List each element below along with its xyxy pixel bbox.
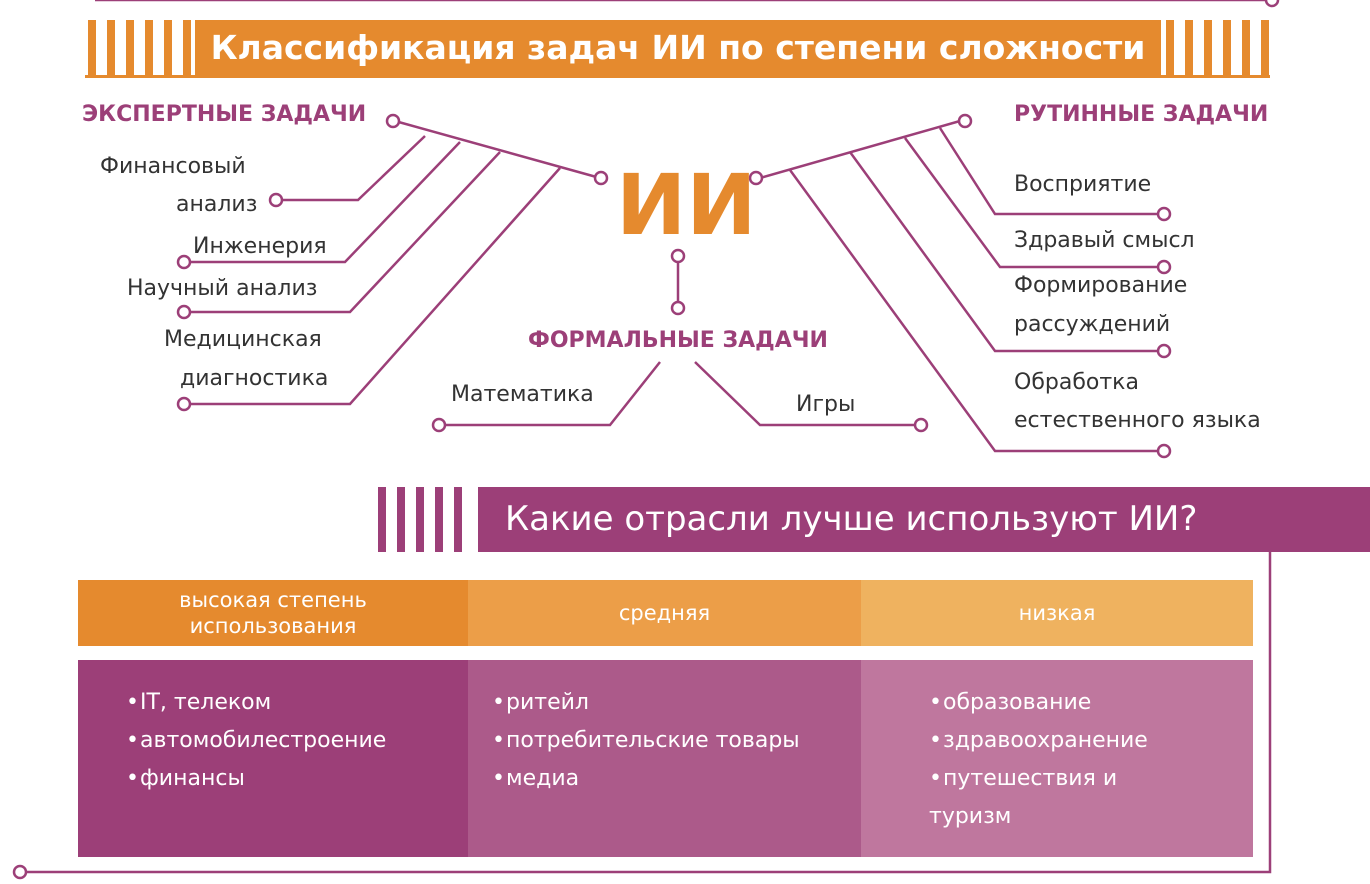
- list-item: •здравоохранение: [929, 728, 1148, 753]
- industries-banner: [478, 487, 1370, 552]
- routine-item-nlp-1: Обработка: [1014, 370, 1139, 395]
- formal-line-1: [445, 361, 661, 427]
- column-body-medium: •ритейл •потребительские товары •медиа: [468, 660, 861, 857]
- column-header-low: низкая: [861, 580, 1253, 646]
- expert-item-financial-2: анализ: [176, 192, 258, 217]
- ai-right-node: [748, 170, 764, 186]
- frame-node-top: [1264, 0, 1280, 8]
- formal-line-2: [694, 361, 915, 427]
- formal-heading: ФОРМАЛЬНЫЕ ЗАДАЧИ: [528, 328, 828, 353]
- expert-main-line: [394, 119, 601, 180]
- routine-item-common-sense: Здравый смысл: [1014, 228, 1195, 253]
- expert-line-4: [190, 167, 561, 406]
- routine-line-4: [788, 169, 1158, 453]
- routine-line-1: [938, 127, 1158, 216]
- list-item: •автомобилестроение: [126, 728, 387, 753]
- expert-line-3: [190, 151, 501, 314]
- list-item: •финансы: [126, 766, 245, 791]
- frame-node-bottom: [12, 864, 28, 880]
- column-header-medium: средняя: [468, 580, 861, 646]
- expert-line-2: [190, 141, 461, 264]
- ai-left-node: [593, 170, 609, 186]
- list-item: •медиа: [492, 766, 580, 791]
- expert-node: [385, 113, 401, 129]
- routine-item-reasoning-2: рассуждений: [1014, 312, 1171, 337]
- routine-line-3: [848, 151, 1158, 353]
- expert-item-engineering: Инженерия: [193, 234, 327, 259]
- formal-item-games: Игры: [796, 392, 856, 417]
- list-item: •ритейл: [492, 690, 589, 715]
- page-title: Классификация задач ИИ по степени сложно…: [210, 28, 1146, 67]
- routine-line-2: [903, 137, 1158, 269]
- expert-item-medical-1: Медицинская: [164, 327, 322, 352]
- routine-main-line: [759, 119, 961, 180]
- title-stripes: [88, 20, 1269, 75]
- routine-item-reasoning-1: Формирование: [1014, 273, 1188, 298]
- frame-line-right-bottom: [26, 552, 1272, 874]
- expert-item-science: Научный анализ: [127, 276, 318, 301]
- formal-item-math: Математика: [451, 382, 594, 407]
- ai-center-label: ИИ: [616, 156, 757, 254]
- list-item: •IT, телеком: [126, 690, 272, 715]
- expert-item-medical-2: диагностика: [180, 366, 329, 391]
- list-item: •образование: [929, 690, 1092, 715]
- title-banner: [195, 20, 1161, 75]
- routine-node: [957, 113, 973, 129]
- title-underline: [85, 75, 1270, 78]
- list-item: •потребительские товары: [492, 728, 800, 753]
- industries-title: Какие отрасли лучше используют ИИ?: [505, 499, 1198, 539]
- routine-item-nlp-2: естественного языка: [1014, 408, 1261, 433]
- expert-item-financial-1: Финансовый: [100, 154, 246, 179]
- column-body-high: •IT, телеком •автомобилестроение •финанс…: [78, 660, 468, 857]
- banner2-stripes: [378, 487, 462, 552]
- expert-heading: ЭКСПЕРТНЫЕ ЗАДАЧИ: [82, 102, 367, 127]
- expert-line-1: [282, 135, 426, 202]
- routine-item-perception: Восприятие: [1014, 172, 1152, 197]
- routine-heading: РУТИННЫЕ ЗАДАЧИ: [1014, 102, 1269, 127]
- list-item: •путешествия и туризм: [929, 766, 1118, 829]
- column-body-low: •образование •здравоохранение •путешеств…: [861, 660, 1253, 857]
